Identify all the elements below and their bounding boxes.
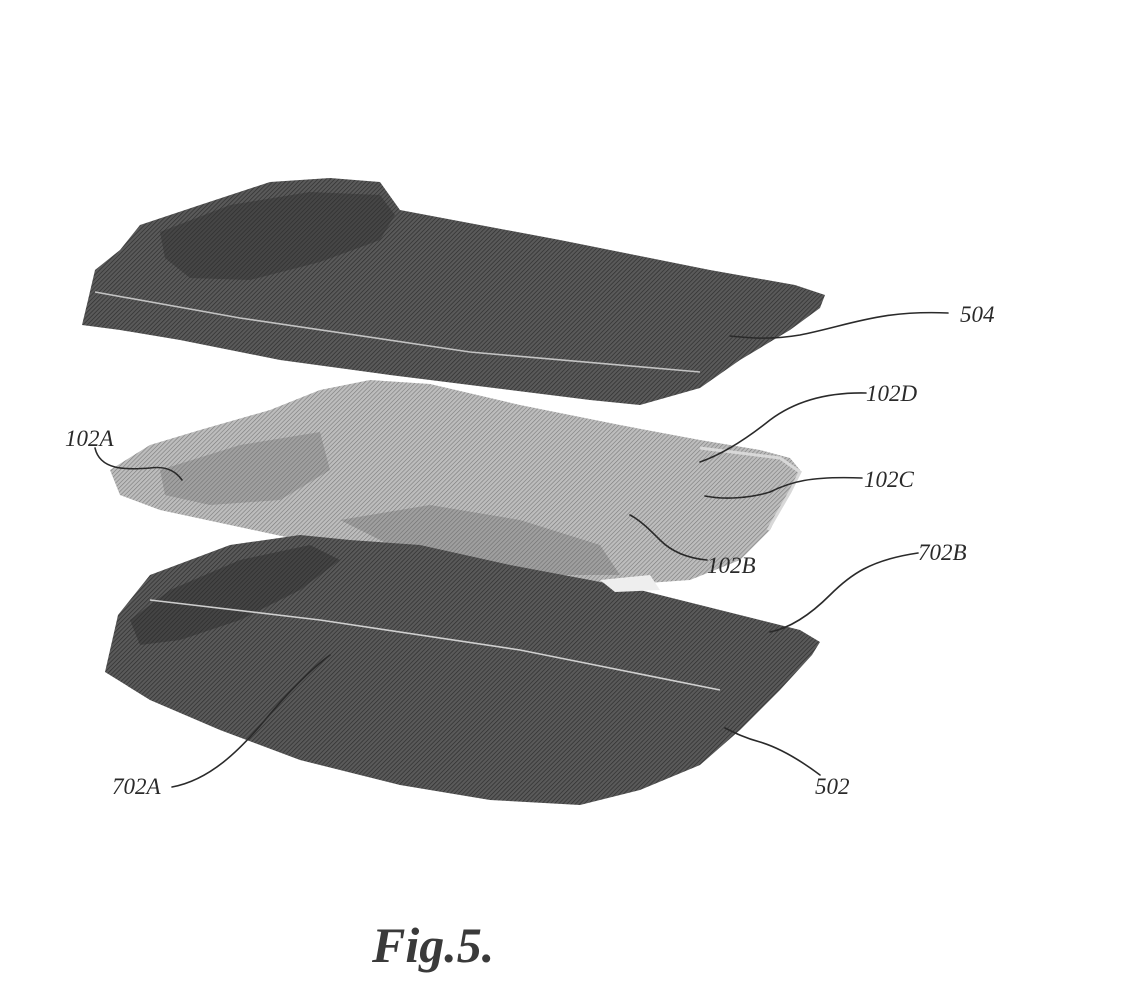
label-702B: 702B (918, 540, 967, 565)
leader-102B (629, 514, 708, 561)
leader-702B (769, 552, 919, 633)
leader-lines (94, 311, 949, 788)
reference-labels: 504 102D 102A 102C 102B 702B 702A 502 (65, 302, 995, 799)
label-102B: 102B (707, 553, 756, 578)
leader-102C (704, 476, 863, 499)
label-102D: 102D (866, 381, 918, 406)
leader-702A (171, 654, 331, 788)
bottom-layer-502 (105, 535, 820, 805)
leader-502 (724, 727, 821, 776)
label-502: 502 (815, 774, 850, 799)
figure-caption: Fig.5. (371, 917, 494, 973)
leader-504 (729, 311, 949, 339)
label-102C: 102C (864, 467, 915, 492)
leader-102A (94, 447, 183, 481)
label-702A: 702A (112, 774, 162, 799)
label-504: 504 (960, 302, 995, 327)
label-102A: 102A (65, 426, 115, 451)
middle-layer-102 (110, 380, 802, 585)
leader-102D (699, 392, 867, 463)
top-layer-504 (82, 178, 825, 405)
